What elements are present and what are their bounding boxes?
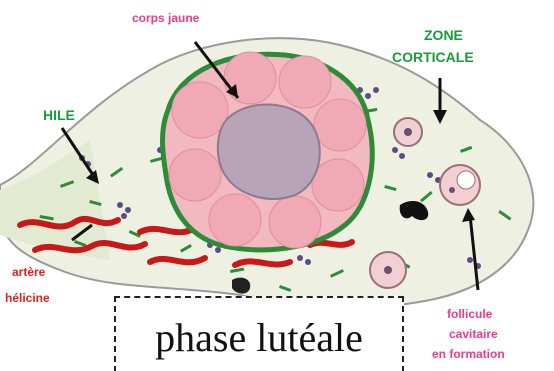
corpus-luteum-center (218, 104, 320, 198)
label-corticale: CORTICALE (392, 49, 474, 65)
label-helicine: hélicine (5, 291, 50, 305)
label-corps-jaune: corps jaune (132, 11, 200, 25)
caption-text: phase lutéale (116, 314, 402, 361)
label-en-formation: en formation (432, 347, 505, 361)
label-cavitaire: cavitaire (449, 327, 498, 341)
label-follicule: follicule (447, 307, 493, 321)
label-zone: ZONE (424, 27, 463, 43)
label-artere: artère (12, 265, 46, 279)
caption-box: phase lutéale (114, 296, 404, 371)
label-hile: HILE (43, 107, 75, 123)
